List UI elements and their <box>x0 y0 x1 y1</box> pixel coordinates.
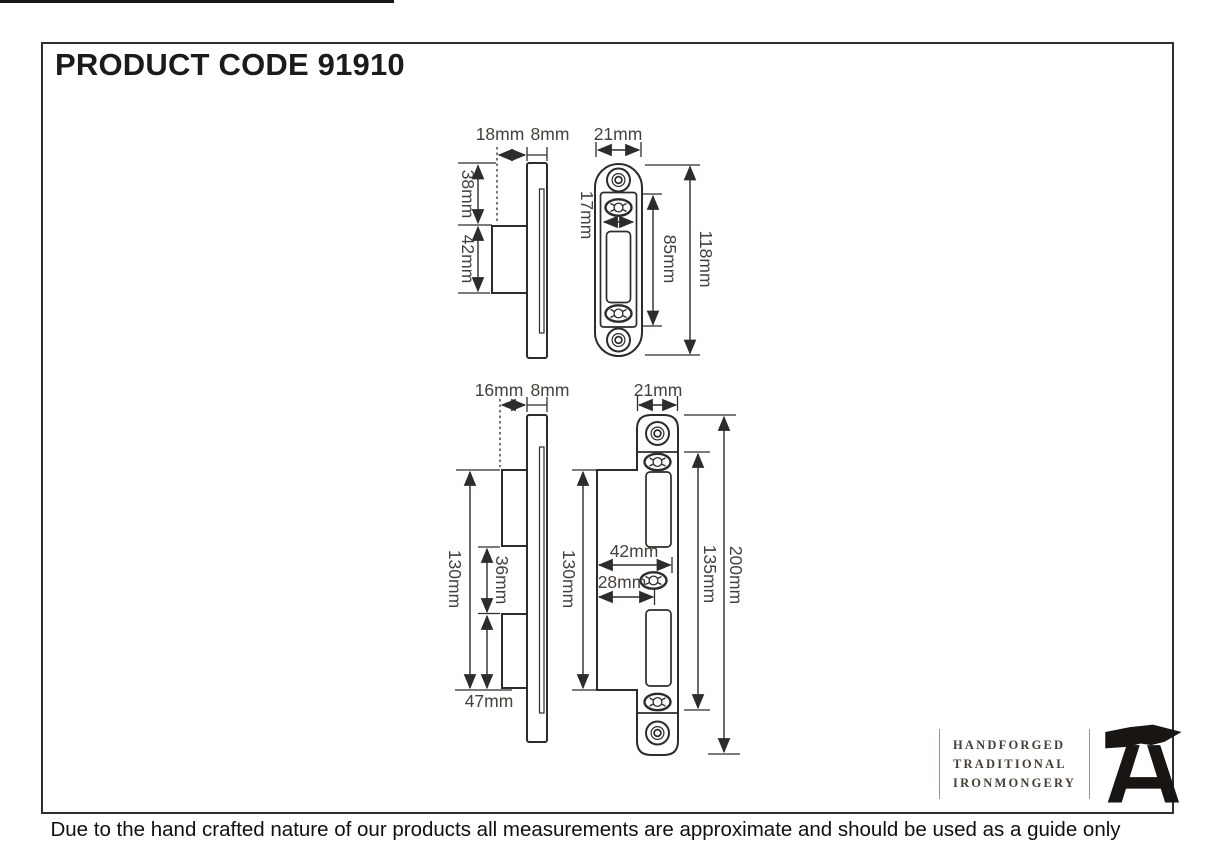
dim-label-top-side-box: 42mm <box>458 235 478 284</box>
screw-icon <box>643 692 672 712</box>
page-title: PRODUCT CODE 91910 <box>55 47 405 82</box>
dimension-arrows <box>471 148 527 293</box>
dim-label-top-front-inner: 17mm <box>577 191 597 240</box>
dim-label-top-front-height: 118mm <box>696 230 716 287</box>
dim-label-bottom-side-span: 130mm <box>445 550 465 608</box>
dimension-ticks <box>572 396 740 755</box>
screw-icon <box>604 304 633 323</box>
screenshot-edge-artifact <box>0 0 394 3</box>
screw-hole-icon <box>645 421 670 446</box>
top-side-shape <box>491 162 548 359</box>
brand-tagline-line: HANDFORGED <box>953 737 1066 752</box>
anvil-a-logo-icon <box>1102 722 1184 806</box>
dim-label-top-front-width: 21mm <box>594 124 643 144</box>
dim-label-top-side-offset: 38mm <box>458 170 478 219</box>
dim-label-bottom-front-screwinset: 28mm <box>598 572 647 592</box>
diagram-frame <box>41 42 1174 814</box>
screw-hole-icon <box>645 720 670 746</box>
dim-label-top-side-thickness: 8mm <box>531 124 570 144</box>
dimension-ticks <box>455 397 548 691</box>
dim-label-bottom-side-gap: 36mm <box>492 556 512 605</box>
brand-tagline-line: TRADITIONAL <box>953 756 1067 771</box>
top-front-shape <box>594 163 643 357</box>
screw-icon <box>604 198 633 217</box>
disclaimer-text: Due to the hand crafted nature of our pr… <box>50 818 1121 841</box>
bottom-side-shape <box>501 414 548 743</box>
dim-label-bottom-front-width: 21mm <box>634 380 683 400</box>
top-side-view: 18mm 8mm 38mm 42mm <box>458 124 570 359</box>
dimension-arrows <box>576 398 731 754</box>
dimension-arrows <box>463 398 527 690</box>
screw-hole-icon <box>606 327 631 353</box>
dim-label-bottom-front-face: 135mm <box>700 545 720 603</box>
dim-label-top-side-depth: 18mm <box>476 124 525 144</box>
screw-icon <box>643 452 672 472</box>
brand-block: HANDFORGED TRADITIONAL IRONMONGERY <box>939 722 1184 806</box>
dim-label-bottom-side-box: 47mm <box>465 691 514 711</box>
brand-tagline: HANDFORGED TRADITIONAL IRONMONGERY <box>939 729 1091 799</box>
bottom-front-shape <box>596 414 679 756</box>
bottom-front-view: 21mm 130mm 42mm 28mm 135mm 200mm <box>559 380 746 756</box>
dim-label-bottom-side-depth: 16mm <box>475 380 524 400</box>
dimension-ticks <box>595 142 700 356</box>
bottom-side-view: 16mm 8mm 130mm 36mm 47mm <box>445 380 570 743</box>
dim-label-bottom-front-height: 200mm <box>726 546 746 604</box>
top-front-view: 21mm 17mm 85mm 118mm <box>577 124 716 357</box>
screw-hole-icon <box>606 167 631 193</box>
dim-label-top-front-centres: 85mm <box>660 235 680 284</box>
brand-tagline-line: IRONMONGERY <box>953 775 1077 790</box>
dimension-arrows <box>596 143 697 355</box>
dimension-ticks <box>458 147 548 294</box>
dim-label-bottom-front-body: 130mm <box>559 550 579 608</box>
dim-label-bottom-front-bodywidth: 42mm <box>610 541 659 561</box>
dim-label-bottom-side-thickness: 8mm <box>531 380 570 400</box>
